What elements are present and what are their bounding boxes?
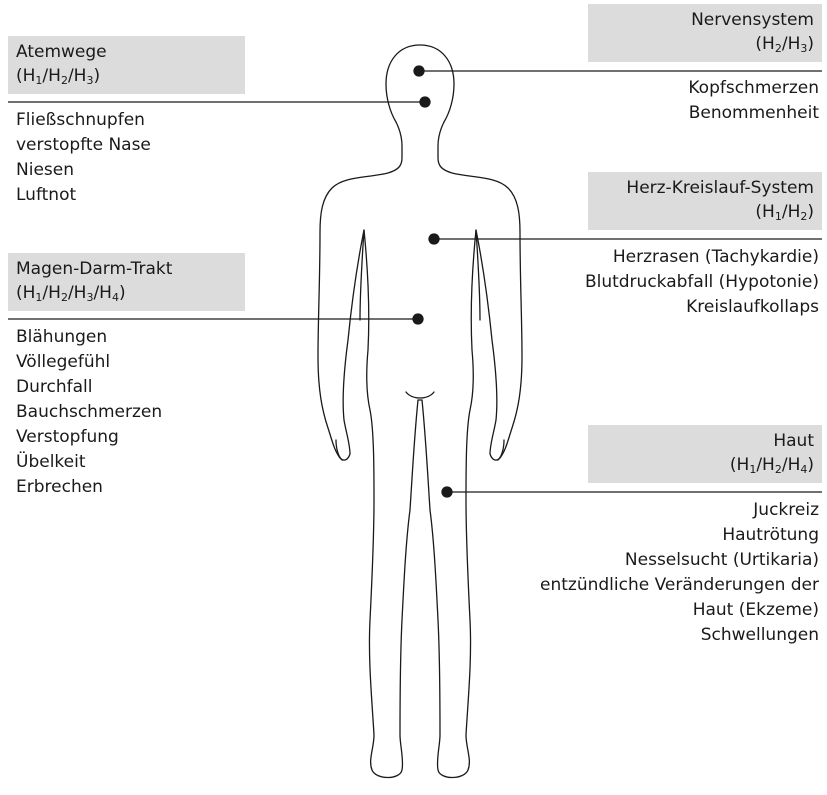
symptom-item: Luftnot	[16, 183, 151, 208]
symptom-item: Verstopfung	[16, 425, 162, 450]
nervensystem-title: Nervensystem	[596, 8, 814, 32]
atemwege-symptom-list: Fließschnupfen verstopfte Nase Niesen Lu…	[16, 108, 151, 208]
magen-darm-symptom-list: Blähungen Völlegefühl Durchfall Bauchsch…	[16, 325, 162, 500]
receptor-index: 1	[35, 291, 42, 304]
symptom-item: Blähungen	[16, 325, 162, 350]
receptor-index: 3	[86, 291, 93, 304]
receptor-index: 3	[800, 42, 807, 55]
herz-kreislauf-dot	[429, 234, 439, 244]
symptom-item: Durchfall	[16, 375, 162, 400]
haut-receptors: (H1/H2/H4)	[596, 453, 814, 477]
nervensystem-dot	[414, 66, 424, 76]
haut-dot	[442, 487, 452, 497]
symptom-item: Herzrasen (Tachykardie)	[585, 245, 819, 270]
haut-title: Haut	[596, 429, 814, 453]
receptor-index: 4	[800, 463, 807, 476]
receptor-index: 2	[61, 74, 68, 87]
haut-symptom-list: Juckreiz Hautrötung Nesselsucht (Urtikar…	[540, 498, 819, 648]
receptor-index: 2	[800, 210, 807, 223]
symptom-item: Nesselsucht (Urtikaria)	[540, 548, 819, 573]
symptom-item: Fließschnupfen	[16, 108, 151, 133]
nervensystem-label: Nervensystem (H2/H3)	[588, 4, 822, 62]
human-figure-outline	[318, 45, 522, 778]
symptom-item: entzündliche Veränderungen der	[540, 573, 819, 598]
receptor-index: 3	[86, 74, 93, 87]
symptom-item: Juckreiz	[540, 498, 819, 523]
symptom-item: Kreislaufkollaps	[585, 295, 819, 320]
left-hand-detail	[336, 440, 342, 460]
symptom-item: Bauchschmerzen	[16, 400, 162, 425]
magen-darm-receptors: (H1/H2/H3/H4)	[16, 281, 237, 305]
magen-darm-title: Magen-Darm-Trakt	[16, 257, 237, 281]
symptom-item: Blutdruckabfall (Hypotonie)	[585, 270, 819, 295]
symptom-item: Übelkeit	[16, 450, 162, 475]
magen-darm-dot	[413, 314, 423, 324]
herz-kreislauf-title: Herz-Kreislauf-System	[596, 176, 814, 200]
atemwege-receptors: (H1/H2/H3)	[16, 64, 237, 88]
atemwege-title: Atemwege	[16, 40, 237, 64]
receptor-index: 1	[749, 463, 756, 476]
symptom-item: Kopfschmerzen	[688, 76, 819, 101]
receptor-index: 2	[775, 463, 782, 476]
haut-label: Haut (H1/H2/H4)	[588, 425, 822, 483]
symptom-item: verstopfte Nase	[16, 133, 151, 158]
nervensystem-receptors: (H2/H3)	[596, 32, 814, 56]
receptor-index: 2	[775, 42, 782, 55]
atemwege-label: Atemwege (H1/H2/H3)	[8, 36, 245, 94]
magen-darm-label: Magen-Darm-Trakt (H1/H2/H3/H4)	[8, 253, 245, 311]
herz-kreislauf-label: Herz-Kreislauf-System (H1/H2)	[588, 172, 822, 230]
herz-kreislauf-receptors: (H1/H2)	[596, 200, 814, 224]
symptom-item: Hautrötung	[540, 523, 819, 548]
receptor-index: 4	[112, 291, 119, 304]
right-hand-detail	[498, 440, 504, 460]
receptor-index: 1	[35, 74, 42, 87]
atemwege-dot	[420, 97, 430, 107]
symptom-item: Benommenheit	[688, 101, 819, 126]
receptor-index: 2	[61, 291, 68, 304]
nervensystem-symptom-list: Kopfschmerzen Benommenheit	[688, 76, 819, 126]
symptom-item: Schwellungen	[540, 623, 819, 648]
symptom-item: Völlegefühl	[16, 350, 162, 375]
herz-kreislauf-symptom-list: Herzrasen (Tachykardie) Blutdruckabfall …	[585, 245, 819, 320]
symptom-item: Niesen	[16, 158, 151, 183]
crotch-line	[406, 392, 434, 398]
symptom-item: Erbrechen	[16, 475, 162, 500]
symptom-item: Haut (Ekzeme)	[540, 598, 819, 623]
receptor-index: 1	[775, 210, 782, 223]
